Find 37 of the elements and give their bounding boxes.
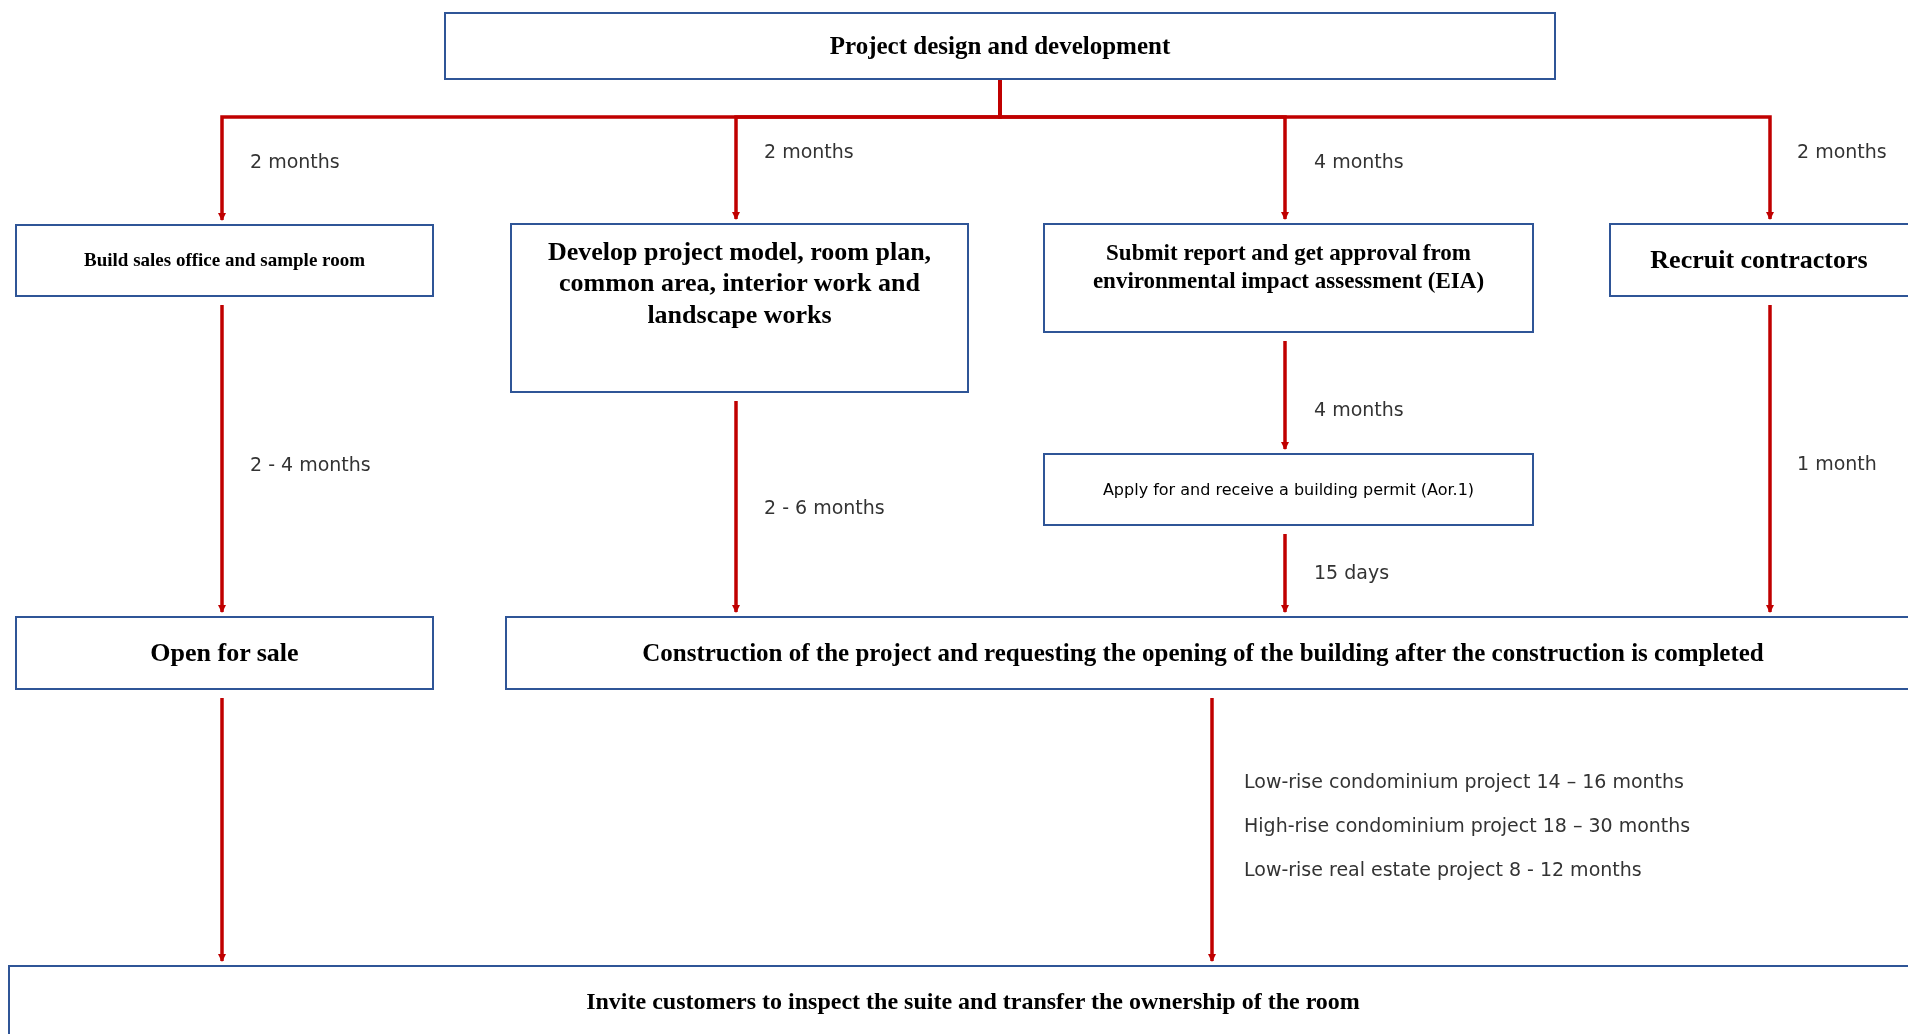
arrow [1281, 341, 1289, 450]
duration-note: Low-rise condominium project 14 – 16 months [1244, 770, 1684, 792]
process-box [1609, 223, 1908, 297]
box-text: Apply for and receive a building permit (Aor.1) [1102, 479, 1475, 500]
process-box [444, 12, 1556, 80]
box-text: Develop project model, room plan, common area, interior work and landscape works [546, 236, 933, 330]
process-box [1043, 453, 1534, 526]
duration-label: 15 days [1314, 561, 1390, 583]
arrow [1208, 698, 1216, 962]
process-box [15, 224, 434, 297]
process-box [510, 223, 969, 393]
duration-note: High-rise condominium project 18 – 30 months [1244, 814, 1691, 836]
arrow [732, 401, 740, 613]
arrow [1281, 534, 1289, 613]
duration-note: Low-rise real estate project 8 - 12 months [1244, 858, 1642, 880]
arrow [1766, 305, 1774, 613]
process-box [15, 616, 434, 690]
duration-label: 2 months [764, 140, 854, 162]
box-text: Project design and development [829, 31, 1171, 61]
process-box [1043, 223, 1534, 333]
box-text: Build sales office and sample room [84, 249, 365, 272]
box-text: Construction of the project and requesting the opening of the building after the construction is completed [642, 638, 1764, 668]
duration-label: 4 months [1314, 398, 1404, 420]
process-box [8, 965, 1908, 1034]
duration-label: 1 month [1797, 452, 1877, 474]
arrow [218, 305, 226, 613]
box-text: Open for sale [150, 637, 299, 669]
box-text: Invite customers to inspect the suite and transfer the ownership of the room [586, 986, 1360, 1016]
arrow [218, 698, 226, 962]
duration-label: 2 months [250, 150, 340, 172]
box-text: Recruit contractors [1650, 244, 1868, 276]
box-text: Submit report and get approval from environmental impact assessment (EIA) [1091, 239, 1486, 295]
duration-label: 2 months [1797, 140, 1887, 162]
duration-label: 2 - 6 months [764, 496, 885, 518]
process-box [505, 616, 1908, 690]
duration-label: 4 months [1314, 150, 1404, 172]
duration-label: 2 - 4 months [250, 453, 371, 475]
